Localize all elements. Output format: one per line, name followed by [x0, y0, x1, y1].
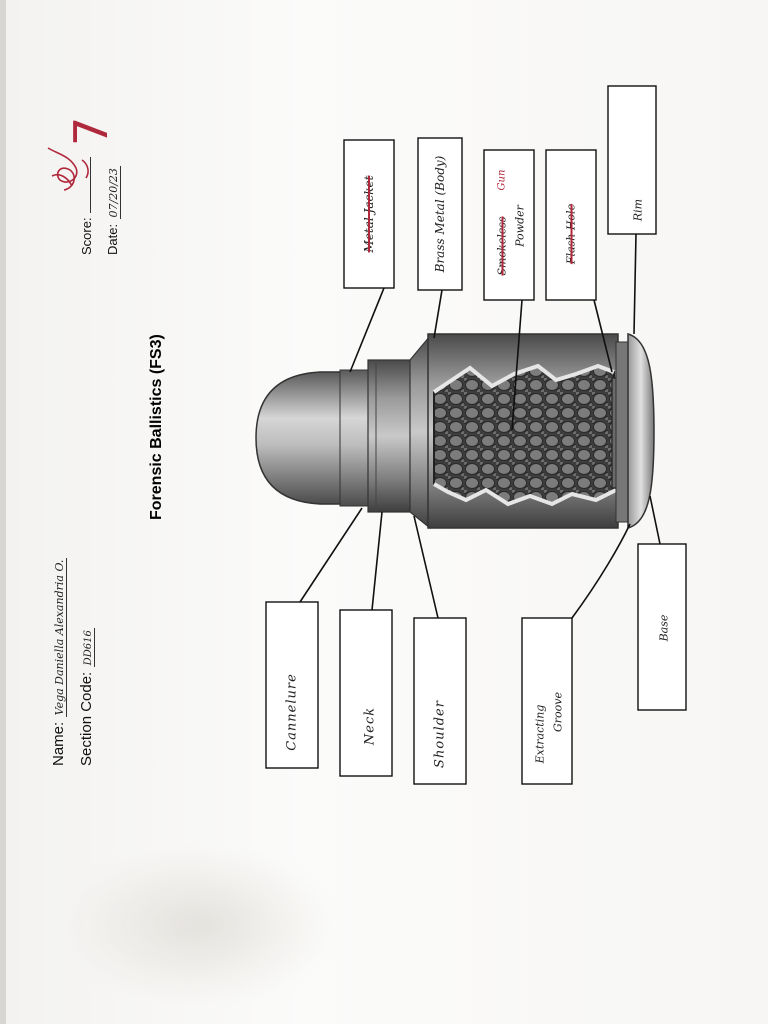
label-box-shoulder	[413, 617, 467, 785]
label-smokeless-correction: Gun	[496, 169, 508, 191]
date-row: Date: 07/20/23	[104, 166, 122, 255]
section-value: DD616	[83, 628, 95, 668]
leader-rim	[633, 233, 637, 335]
grader-signature	[47, 147, 89, 191]
label-extracting: Extracting	[533, 704, 547, 764]
cutaway-edge-top	[432, 363, 615, 394]
label-powder: Powder	[513, 205, 527, 247]
neck-band	[367, 359, 413, 513]
powder-cutaway	[433, 364, 618, 506]
label-box-base	[637, 543, 687, 711]
page-edge	[0, 0, 6, 1024]
grade-mark: 7	[64, 116, 118, 146]
label-box-rim	[607, 85, 657, 235]
cutaway-edge-bottom	[433, 482, 617, 507]
leader-powder	[511, 299, 523, 431]
shoulder-shape	[409, 334, 431, 530]
score-label: Score:	[79, 217, 94, 255]
leader-shoulder	[413, 515, 439, 619]
label-rim: Rim	[631, 198, 645, 222]
leader-metal-jacket	[349, 287, 385, 373]
leader-base	[649, 495, 661, 545]
bullet-head	[255, 369, 371, 507]
label-box-powder	[483, 149, 535, 301]
leader-neck	[371, 511, 383, 611]
name-label: Name:	[50, 721, 67, 766]
label-brass-body: Brass Metal (Body)	[433, 155, 447, 273]
name-value: Vega Daniella Alexandria O.	[53, 557, 67, 718]
score-line	[90, 156, 91, 213]
section-label: Section Code:	[78, 671, 95, 766]
label-box-flash-hole	[545, 149, 597, 301]
date-value: 07/20/23	[107, 166, 121, 220]
label-cannelure: Cannelure	[284, 673, 300, 751]
label-box-brass-body	[417, 137, 463, 291]
leader-cannelure	[299, 507, 363, 603]
label-metal-jacket: Metal Jacket	[362, 175, 376, 253]
score-row: Score:	[78, 156, 96, 255]
leader-extracting-groove	[571, 523, 631, 619]
label-base: Base	[657, 614, 671, 642]
page-title: Forensic Ballistics (FS3)	[148, 334, 165, 520]
name-row: Name: Vega Daniella Alexandria O.	[50, 557, 68, 766]
label-box-metal-jacket	[343, 139, 395, 289]
label-box-extracting-groove	[521, 617, 573, 785]
paper-smudge	[70, 850, 330, 1000]
section-row: Section Code: DD616	[78, 628, 96, 766]
date-label: Date:	[105, 223, 120, 255]
leader-brass-body	[433, 289, 443, 339]
label-groove: Groove	[551, 691, 565, 733]
label-box-cannelure	[265, 601, 319, 769]
label-neck: Neck	[362, 706, 378, 746]
label-shoulder: Shoulder	[432, 700, 448, 768]
label-flash-hole: Flash Hole	[564, 203, 578, 265]
rim-shape	[627, 333, 655, 529]
leader-flash-hole	[593, 299, 613, 373]
label-box-neck	[339, 609, 393, 777]
label-smokeless: Smokeless	[495, 216, 509, 276]
